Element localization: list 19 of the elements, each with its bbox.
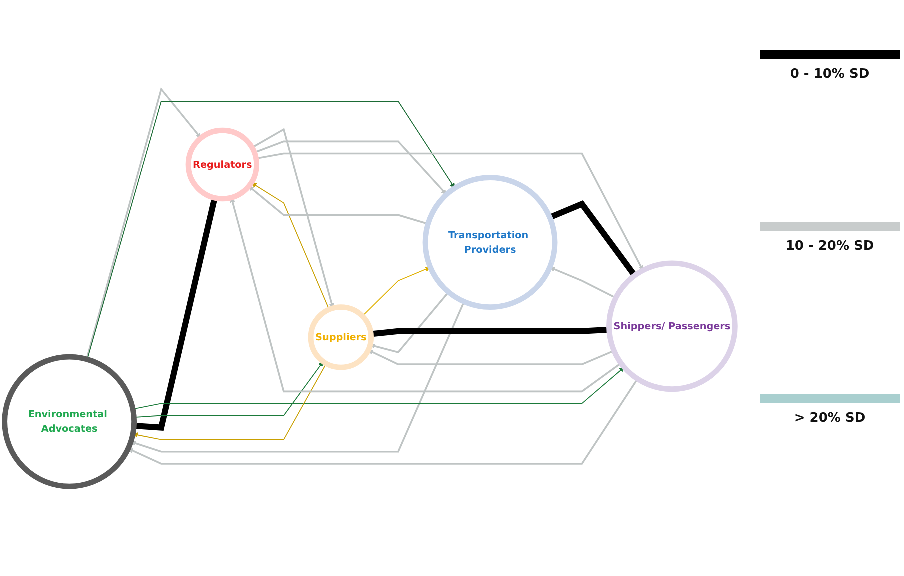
arrow — [254, 140, 447, 195]
node-circle: Transportation Providers — [422, 175, 558, 310]
arrow — [86, 101, 456, 360]
arrow — [362, 266, 431, 317]
legend-label: > 20% SD — [794, 411, 866, 426]
arrow — [248, 186, 428, 225]
node-circle: Shippers/ Passengers — [606, 260, 738, 392]
node-circle: Regulators — [186, 128, 260, 202]
arrow — [370, 292, 450, 354]
legend-label: 0 - 10% SD — [790, 67, 870, 82]
arrow — [230, 198, 622, 393]
legend-label: 10 - 20% SD — [786, 239, 874, 254]
arrow — [128, 378, 638, 465]
node-circle: Suppliers — [308, 304, 374, 370]
node-circle: Environmental Advocates — [2, 354, 138, 490]
arrow — [368, 350, 615, 366]
arrow — [252, 128, 334, 309]
arrow — [130, 302, 466, 453]
arrow — [550, 266, 616, 299]
